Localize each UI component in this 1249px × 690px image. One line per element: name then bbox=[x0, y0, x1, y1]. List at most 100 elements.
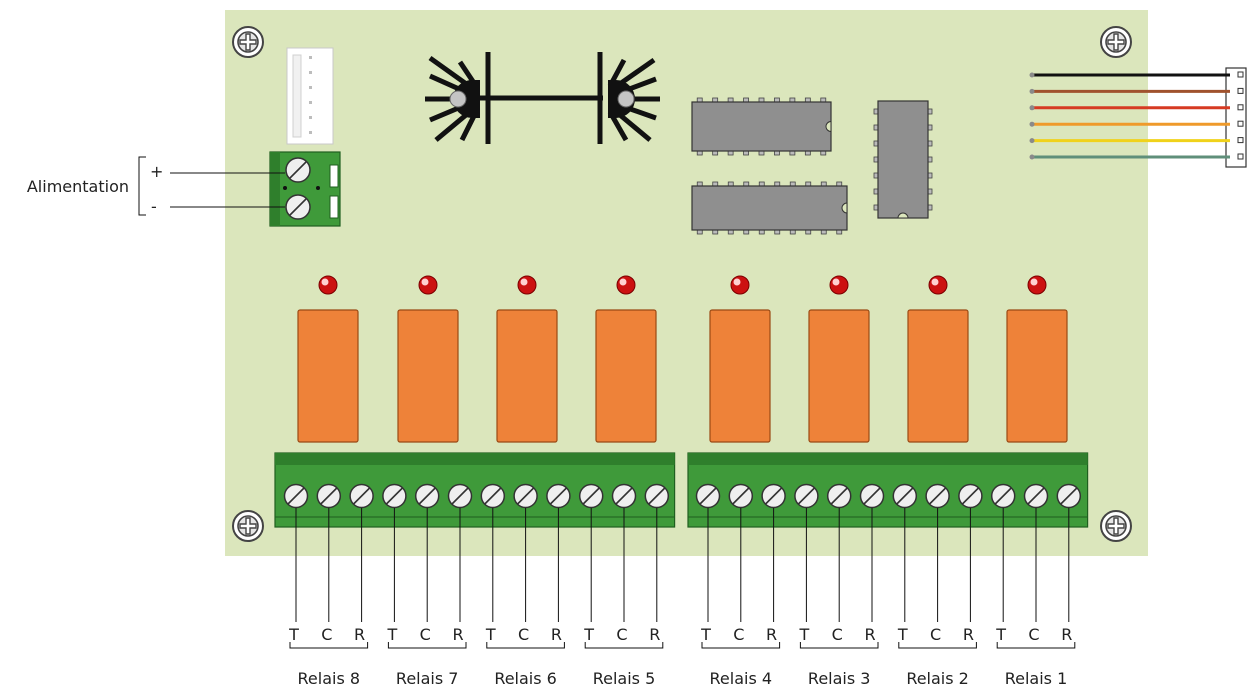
relay-label: Relais 3 bbox=[808, 669, 871, 688]
terminal-screw-icon bbox=[480, 483, 506, 509]
status-led bbox=[928, 275, 948, 295]
terminal-screw-icon bbox=[761, 483, 786, 509]
terminal-screw-icon bbox=[611, 483, 637, 509]
relay-module bbox=[907, 309, 969, 443]
relay-bracket bbox=[387, 642, 467, 649]
relay-bracket bbox=[996, 642, 1076, 649]
status-led bbox=[829, 275, 849, 295]
pin-label: C bbox=[832, 625, 843, 644]
ribbon-cable bbox=[1029, 67, 1247, 168]
terminal-screw-icon bbox=[794, 483, 819, 509]
relay-module bbox=[595, 309, 657, 443]
relay-label: Relais 1 bbox=[1005, 669, 1068, 688]
relay-module bbox=[297, 309, 359, 443]
terminal-screw-icon bbox=[316, 483, 342, 509]
relay-bracket bbox=[898, 642, 977, 649]
heatsink-component bbox=[425, 52, 660, 144]
relay-modules bbox=[297, 309, 1068, 443]
terminal-screw-icon bbox=[695, 483, 721, 509]
pin-label: R bbox=[1061, 625, 1072, 644]
pin-label: R bbox=[864, 625, 875, 644]
pin-label: T bbox=[485, 625, 496, 644]
status-led bbox=[730, 275, 750, 295]
ribbon-wire bbox=[1029, 104, 1244, 111]
terminal-screw-icon bbox=[414, 483, 440, 509]
power-terminal-block bbox=[269, 151, 341, 227]
terminal-screw-icon bbox=[958, 483, 983, 509]
pin-label: R bbox=[551, 625, 562, 644]
pin-label: T bbox=[288, 625, 299, 644]
pin-label: C bbox=[616, 625, 627, 644]
status-led bbox=[1027, 275, 1047, 295]
terminal-screw-icon bbox=[644, 483, 670, 509]
relay-label: Relais 5 bbox=[593, 669, 656, 688]
status-led bbox=[616, 275, 636, 295]
pin-label: T bbox=[897, 625, 908, 644]
terminal-screw-icon bbox=[892, 483, 918, 509]
relay-label: Relais 7 bbox=[396, 669, 459, 688]
relay-module bbox=[1006, 309, 1068, 443]
terminal-screw-icon bbox=[826, 483, 852, 509]
relay-module bbox=[496, 309, 558, 443]
status-leds bbox=[318, 275, 1047, 295]
terminal-screw-icon bbox=[447, 483, 473, 509]
mounting-screw-icon bbox=[232, 510, 264, 542]
relay-bracket bbox=[799, 642, 879, 649]
terminal-screw-icon bbox=[728, 483, 754, 509]
mounting-screw-icon bbox=[232, 26, 264, 58]
pin-label: T bbox=[583, 625, 594, 644]
power-leads bbox=[138, 156, 285, 216]
terminal-strip bbox=[687, 452, 1089, 528]
terminal-screw-icon bbox=[1056, 483, 1082, 509]
pin-label: R bbox=[452, 625, 463, 644]
relay-bracket bbox=[486, 642, 565, 649]
pin-label: C bbox=[420, 625, 431, 644]
pin-label: T bbox=[387, 625, 398, 644]
terminal-screw-icon bbox=[859, 483, 885, 509]
output-labels: T C R Relais 8 T C R Relais 7 T C R Relais 6 T C R Rela… bbox=[288, 625, 1076, 688]
ribbon-wire bbox=[1029, 71, 1244, 78]
pin-label: T bbox=[995, 625, 1006, 644]
integrated-circuits bbox=[691, 97, 933, 235]
relay-bracket bbox=[289, 642, 369, 649]
white-connector bbox=[286, 47, 334, 145]
ic-chip-3 bbox=[873, 100, 933, 219]
status-led bbox=[318, 275, 338, 295]
output-terminal-strips bbox=[274, 452, 1089, 528]
status-led bbox=[517, 275, 537, 295]
pin-label: R bbox=[963, 625, 974, 644]
pin-label: C bbox=[1028, 625, 1039, 644]
terminal-screw-icon bbox=[546, 483, 571, 509]
relay-module bbox=[808, 309, 870, 443]
mounting-screw-icon bbox=[1100, 510, 1132, 542]
relay-module bbox=[397, 309, 459, 443]
pin-label: T bbox=[799, 625, 810, 644]
terminal-screw-icon bbox=[283, 483, 309, 509]
mounting-screw-icon bbox=[1100, 26, 1132, 58]
power-minus-label: - bbox=[151, 197, 157, 216]
ic-chip-1 bbox=[691, 97, 832, 156]
relay-label: Relais 8 bbox=[298, 669, 361, 688]
output-wires bbox=[295, 508, 1070, 622]
terminal-screw-icon bbox=[349, 483, 374, 509]
relay-bracket bbox=[701, 642, 781, 649]
pin-label: C bbox=[733, 625, 744, 644]
relay-label: Relais 6 bbox=[494, 669, 557, 688]
ribbon-wire bbox=[1029, 137, 1244, 144]
mounting-screws bbox=[232, 26, 1132, 542]
pin-label: R bbox=[354, 625, 365, 644]
power-label: Alimentation bbox=[27, 177, 129, 196]
pin-label: C bbox=[321, 625, 332, 644]
terminal-screw-icon bbox=[578, 483, 604, 509]
terminal-screw-icon bbox=[513, 483, 538, 509]
ribbon-wire bbox=[1029, 120, 1244, 127]
terminal-screw-icon bbox=[382, 483, 407, 509]
relay-label: Relais 4 bbox=[710, 669, 773, 688]
pin-label: R bbox=[649, 625, 660, 644]
status-led bbox=[418, 275, 438, 295]
pin-label: C bbox=[930, 625, 941, 644]
terminal-screw-icon bbox=[1023, 483, 1049, 509]
ribbon-wire bbox=[1029, 153, 1244, 160]
relay-bracket bbox=[584, 642, 664, 649]
relay-label: Relais 2 bbox=[906, 669, 969, 688]
